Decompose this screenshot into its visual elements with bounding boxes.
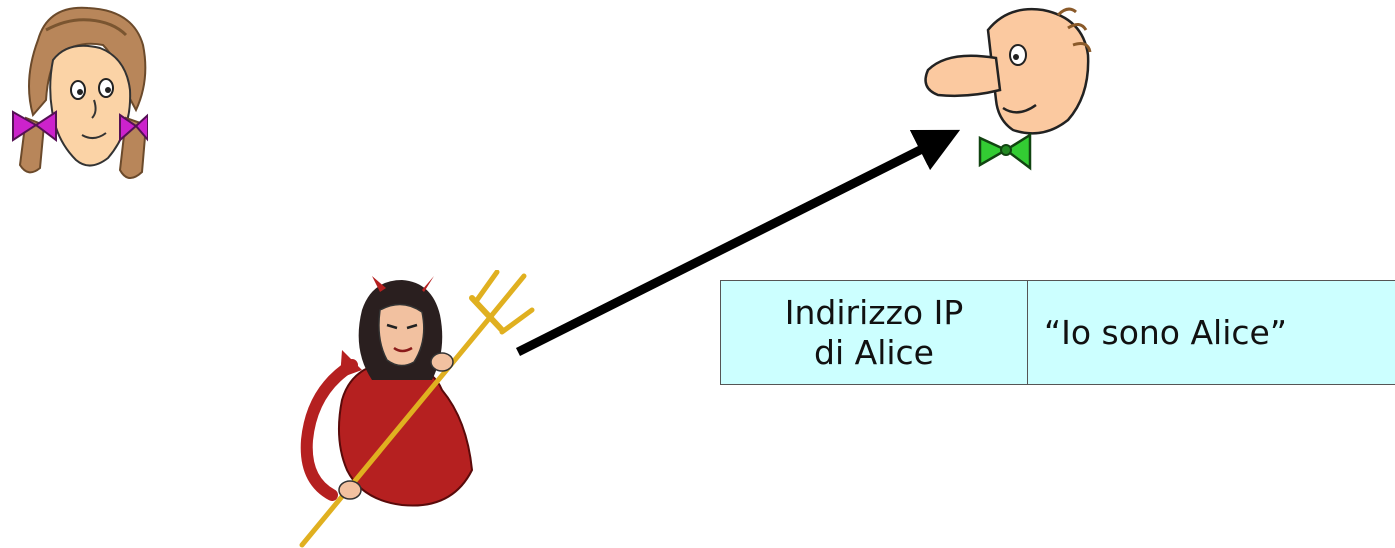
bob-man-face-icon xyxy=(924,7,1092,171)
packet-source-ip-field: Indirizzo IP di Alice xyxy=(721,281,1028,384)
trudy-devil-with-trident-icon xyxy=(299,270,535,548)
packet-message-field: “Io sono Alice” xyxy=(1044,312,1287,352)
alice-girl-face-icon xyxy=(12,6,148,179)
spoofed-packet: Indirizzo IP di Alice “Io sono Alice” xyxy=(720,280,1395,385)
